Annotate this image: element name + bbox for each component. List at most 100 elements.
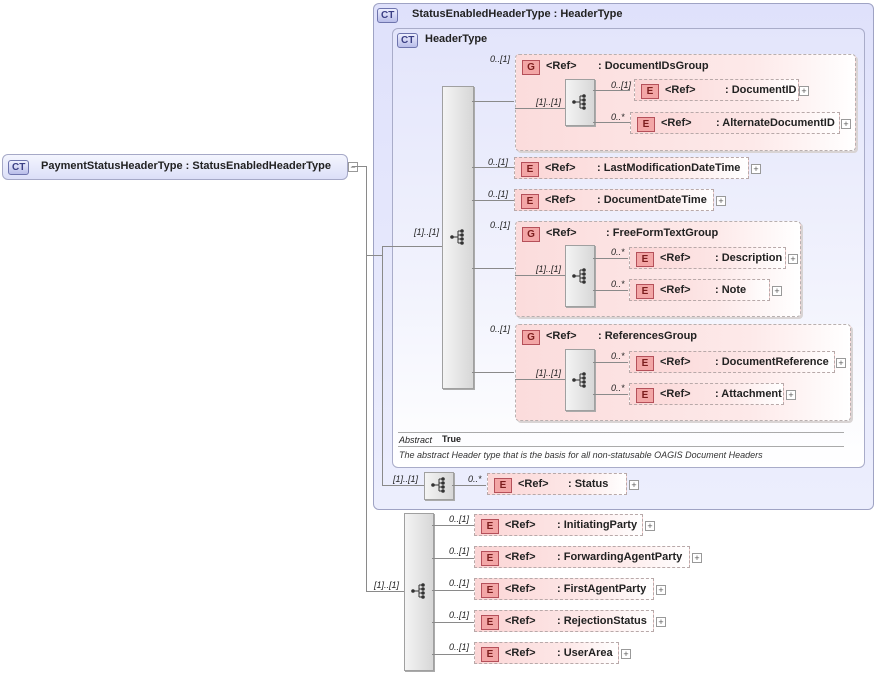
ref-label: <Ref>	[546, 60, 577, 72]
element-forwarding-agent-party[interactable]: E <Ref> : ForwardingAgentParty	[474, 546, 690, 568]
expand-icon[interactable]: +	[629, 480, 639, 490]
cardinality: 0..[1]	[449, 642, 470, 652]
element-name: : LastModificationDateTime	[597, 162, 741, 174]
ref-label: <Ref>	[660, 252, 691, 264]
element-name: : ForwardingAgentParty	[557, 551, 683, 563]
element-initiating-party[interactable]: E <Ref> : InitiatingParty	[474, 514, 643, 536]
element-document-date-time[interactable]: E <Ref> : DocumentDateTime	[514, 189, 714, 211]
element-name: : InitiatingParty	[557, 519, 638, 531]
group-icon: G	[522, 330, 540, 345]
cardinality: 0..*	[611, 112, 625, 122]
element-first-agent-party[interactable]: E <Ref> : FirstAgentParty	[474, 578, 654, 600]
cardinality: 0..*	[611, 279, 625, 289]
element-name: : Description	[715, 252, 783, 264]
element-name: : RejectionStatus	[557, 615, 647, 627]
sequence-icon	[431, 477, 445, 493]
element-document-id[interactable]: E <Ref> : DocumentID	[634, 79, 799, 101]
element-description[interactable]: E <Ref> : Description	[629, 247, 786, 269]
ref-label: <Ref>	[546, 330, 577, 342]
expand-icon[interactable]: +	[799, 86, 809, 96]
cardinality: 0..*	[468, 474, 482, 484]
expand-icon[interactable]: +	[692, 553, 702, 563]
ref-label: <Ref>	[660, 388, 691, 400]
expand-icon[interactable]: +	[751, 164, 761, 174]
element-name: : FirstAgentParty	[557, 583, 647, 595]
cardinality: 0..[1]	[611, 80, 632, 90]
element-name: : Attachment	[715, 388, 782, 400]
ref-label: <Ref>	[660, 356, 691, 368]
cardinality: 0..[1]	[449, 514, 470, 524]
collapse-icon[interactable]: −	[348, 162, 358, 172]
element-attachment[interactable]: E <Ref> : Attachment	[629, 383, 784, 405]
cardinality: [1]..[1]	[414, 227, 440, 237]
element-name: : DocumentID	[725, 84, 797, 96]
ref-label: <Ref>	[661, 117, 692, 129]
annotation-description: The abstract Header type that is the bas…	[399, 450, 763, 460]
element-name: : AlternateDocumentID	[716, 117, 835, 129]
sequence-icon	[572, 94, 586, 110]
group-name: : ReferencesGroup	[598, 330, 698, 342]
ref-label: <Ref>	[660, 284, 691, 296]
element-name: : UserArea	[557, 647, 613, 659]
document-ids-group[interactable]: G <Ref> : DocumentIDsGroup	[515, 54, 856, 151]
group-name: : FreeFormTextGroup	[606, 227, 719, 239]
free-form-text-group[interactable]: G <Ref> : FreeFormTextGroup	[515, 221, 801, 317]
cardinality: [1]..[1]	[374, 580, 400, 590]
ref-label: <Ref>	[545, 162, 576, 174]
element-alternate-document-id[interactable]: E <Ref> : AlternateDocumentID	[630, 112, 840, 134]
expand-icon[interactable]: +	[656, 585, 666, 595]
element-last-modification-date-time[interactable]: E <Ref> : LastModificationDateTime	[514, 157, 749, 179]
ref-label: <Ref>	[505, 551, 536, 563]
cardinality: [1]..[1]	[536, 264, 562, 274]
outer-type-title: StatusEnabledHeaderType : HeaderType	[412, 8, 623, 20]
ref-label: <Ref>	[665, 84, 696, 96]
sequence-icon	[411, 583, 425, 599]
cardinality: 0..[1]	[449, 610, 470, 620]
ref-label: <Ref>	[505, 647, 536, 659]
cardinality: 0..[1]	[490, 324, 511, 334]
root-complex-type[interactable]: CT PaymentStatusHeaderType : StatusEnabl…	[2, 154, 348, 180]
ref-label: <Ref>	[505, 583, 536, 595]
cardinality: 0..[1]	[488, 157, 509, 167]
element-document-reference[interactable]: E <Ref> : DocumentReference	[629, 351, 835, 373]
element-icon: E	[636, 284, 654, 299]
expand-icon[interactable]: +	[716, 196, 726, 206]
expand-icon[interactable]: +	[786, 390, 796, 400]
annotation-value: True	[442, 434, 462, 444]
ref-label: <Ref>	[546, 227, 577, 239]
cardinality: [1]..[1]	[536, 97, 562, 107]
cardinality: 0..[1]	[488, 189, 509, 199]
sequence-icon	[572, 268, 586, 284]
ref-label: <Ref>	[518, 478, 549, 490]
element-icon: E	[521, 162, 539, 177]
cardinality: 0..*	[611, 351, 625, 361]
element-note[interactable]: E <Ref> : Note	[629, 279, 770, 301]
cardinality: [1]..[1]	[393, 474, 419, 484]
expand-icon[interactable]: +	[841, 119, 851, 129]
element-icon: E	[636, 388, 654, 403]
expand-icon[interactable]: +	[772, 286, 782, 296]
expand-icon[interactable]: +	[621, 649, 631, 659]
expand-icon[interactable]: +	[645, 521, 655, 531]
inner-type-title: HeaderType	[425, 33, 488, 45]
annotation-label: Abstract	[399, 435, 433, 445]
sequence-icon	[572, 372, 586, 388]
element-icon: E	[494, 478, 512, 493]
expand-icon[interactable]: +	[788, 254, 798, 264]
element-rejection-status[interactable]: E <Ref> : RejectionStatus	[474, 610, 654, 632]
sequence	[424, 472, 454, 500]
complex-type-icon: CT	[8, 160, 30, 175]
element-name: : DocumentDateTime	[597, 194, 707, 206]
element-icon: E	[637, 117, 655, 132]
ref-label: <Ref>	[545, 194, 576, 206]
expand-icon[interactable]: +	[656, 617, 666, 627]
element-user-area[interactable]: E <Ref> : UserArea	[474, 642, 619, 664]
cardinality: [1]..[1]	[536, 368, 562, 378]
cardinality: 0..*	[611, 247, 625, 257]
ref-label: <Ref>	[505, 519, 536, 531]
expand-icon[interactable]: +	[836, 358, 846, 368]
element-icon: E	[481, 519, 499, 534]
element-name: : DocumentReference	[715, 356, 829, 368]
element-status[interactable]: E <Ref> : Status	[487, 473, 627, 495]
element-icon: E	[481, 583, 499, 598]
